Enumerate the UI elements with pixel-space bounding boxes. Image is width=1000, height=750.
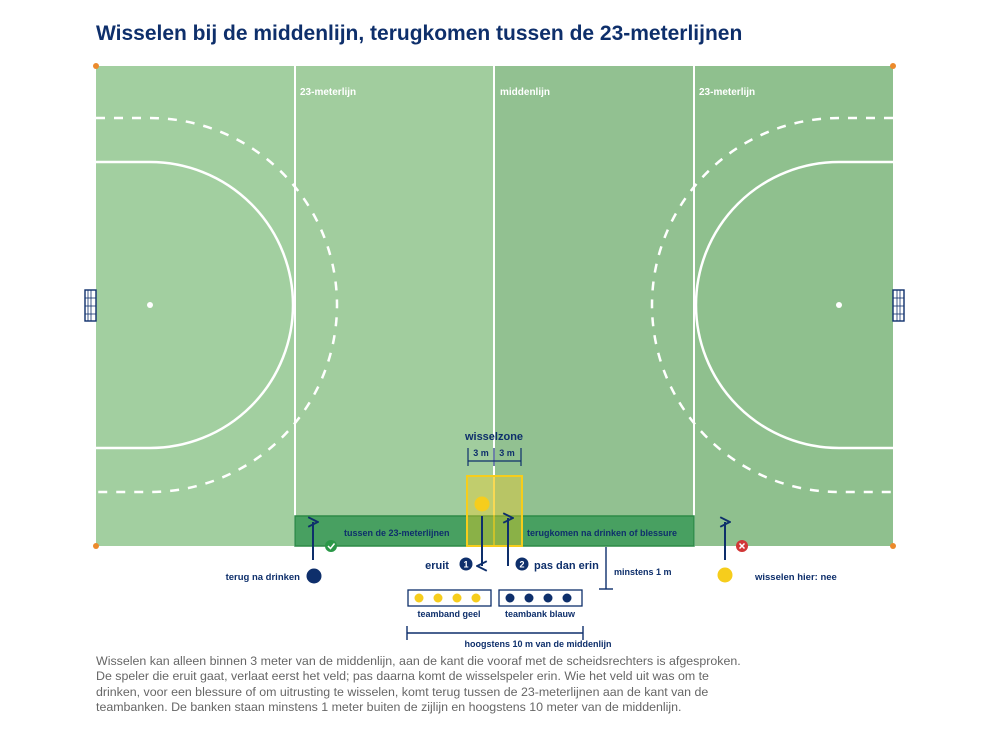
player-leaving — [474, 496, 490, 512]
zone-width-left: 3 m — [473, 448, 489, 458]
corner-marker — [890, 63, 896, 69]
zone-width-right: 3 m — [499, 448, 515, 458]
min-distance-label: minstens 1 m — [614, 567, 672, 577]
step-one-number: 1 — [463, 560, 468, 570]
bench-player-blue — [543, 593, 553, 603]
label-23-left: 23-meterlijn — [300, 87, 356, 98]
goal-icon — [892, 289, 905, 322]
band-right-label: terugkomen na drinken of blessure — [527, 528, 677, 538]
zone-title: wisselzone — [464, 431, 523, 443]
player-returning — [306, 568, 322, 584]
bench-player-blue — [524, 593, 534, 603]
bench-blue — [498, 589, 583, 607]
goal-icon — [84, 289, 97, 322]
cross-icon — [736, 540, 748, 552]
caption: Wisselen kan alleen binnen 3 meter van d… — [96, 654, 741, 715]
bench-player-yellow — [433, 593, 443, 603]
step-two-label: pas dan erin — [534, 560, 599, 572]
bench-player-yellow — [471, 593, 481, 603]
penalty-spot-right — [836, 302, 842, 308]
field-section-left — [96, 66, 295, 546]
field-section-right — [694, 66, 893, 546]
field-section-left-mid — [295, 66, 494, 546]
bench-yellow — [407, 589, 492, 607]
band-left-label: tussen de 23-meterlijnen — [344, 528, 450, 538]
bench-blue-label: teambank blauw — [505, 609, 576, 619]
step-two-badge — [515, 557, 529, 571]
max-distance-marker — [406, 626, 584, 640]
corner-marker — [890, 543, 896, 549]
right-note: wisselen hier: nee — [754, 572, 837, 583]
label-middle: middenlijn — [500, 87, 550, 98]
step-one-badge — [459, 557, 473, 571]
corner-marker — [93, 543, 99, 549]
check-icon — [325, 540, 337, 552]
page-title: Wisselen bij de middenlijn, terugkomen t… — [96, 22, 743, 45]
step-two-number: 2 — [519, 560, 524, 570]
bench-player-yellow — [452, 593, 462, 603]
dashed-circle-left — [96, 116, 339, 494]
bench-player-blue — [505, 593, 515, 603]
corner-marker — [93, 63, 99, 69]
max-distance-label: hoogstens 10 m van de middenlijn — [464, 639, 611, 649]
bench-yellow-label: teamband geel — [417, 609, 480, 619]
penalty-spot-left — [147, 302, 153, 308]
zone-dimension — [467, 448, 522, 466]
label-23-right: 23-meterlijn — [699, 87, 755, 98]
field-section-right-mid — [494, 66, 694, 546]
min-distance-marker — [599, 547, 613, 590]
bench-player-yellow — [414, 593, 424, 603]
field-diagram: 23-meterlijn middenlijn 23-meterlijn tus… — [84, 63, 905, 649]
bench-player-blue — [562, 593, 572, 603]
shooting-circle-right — [694, 160, 893, 450]
dashed-circle-right — [650, 116, 893, 494]
player-yellow-right — [717, 567, 733, 583]
step-one-label: eruit — [425, 560, 449, 572]
shooting-circle-left — [96, 160, 295, 450]
left-note: terug na drinken — [226, 572, 301, 583]
